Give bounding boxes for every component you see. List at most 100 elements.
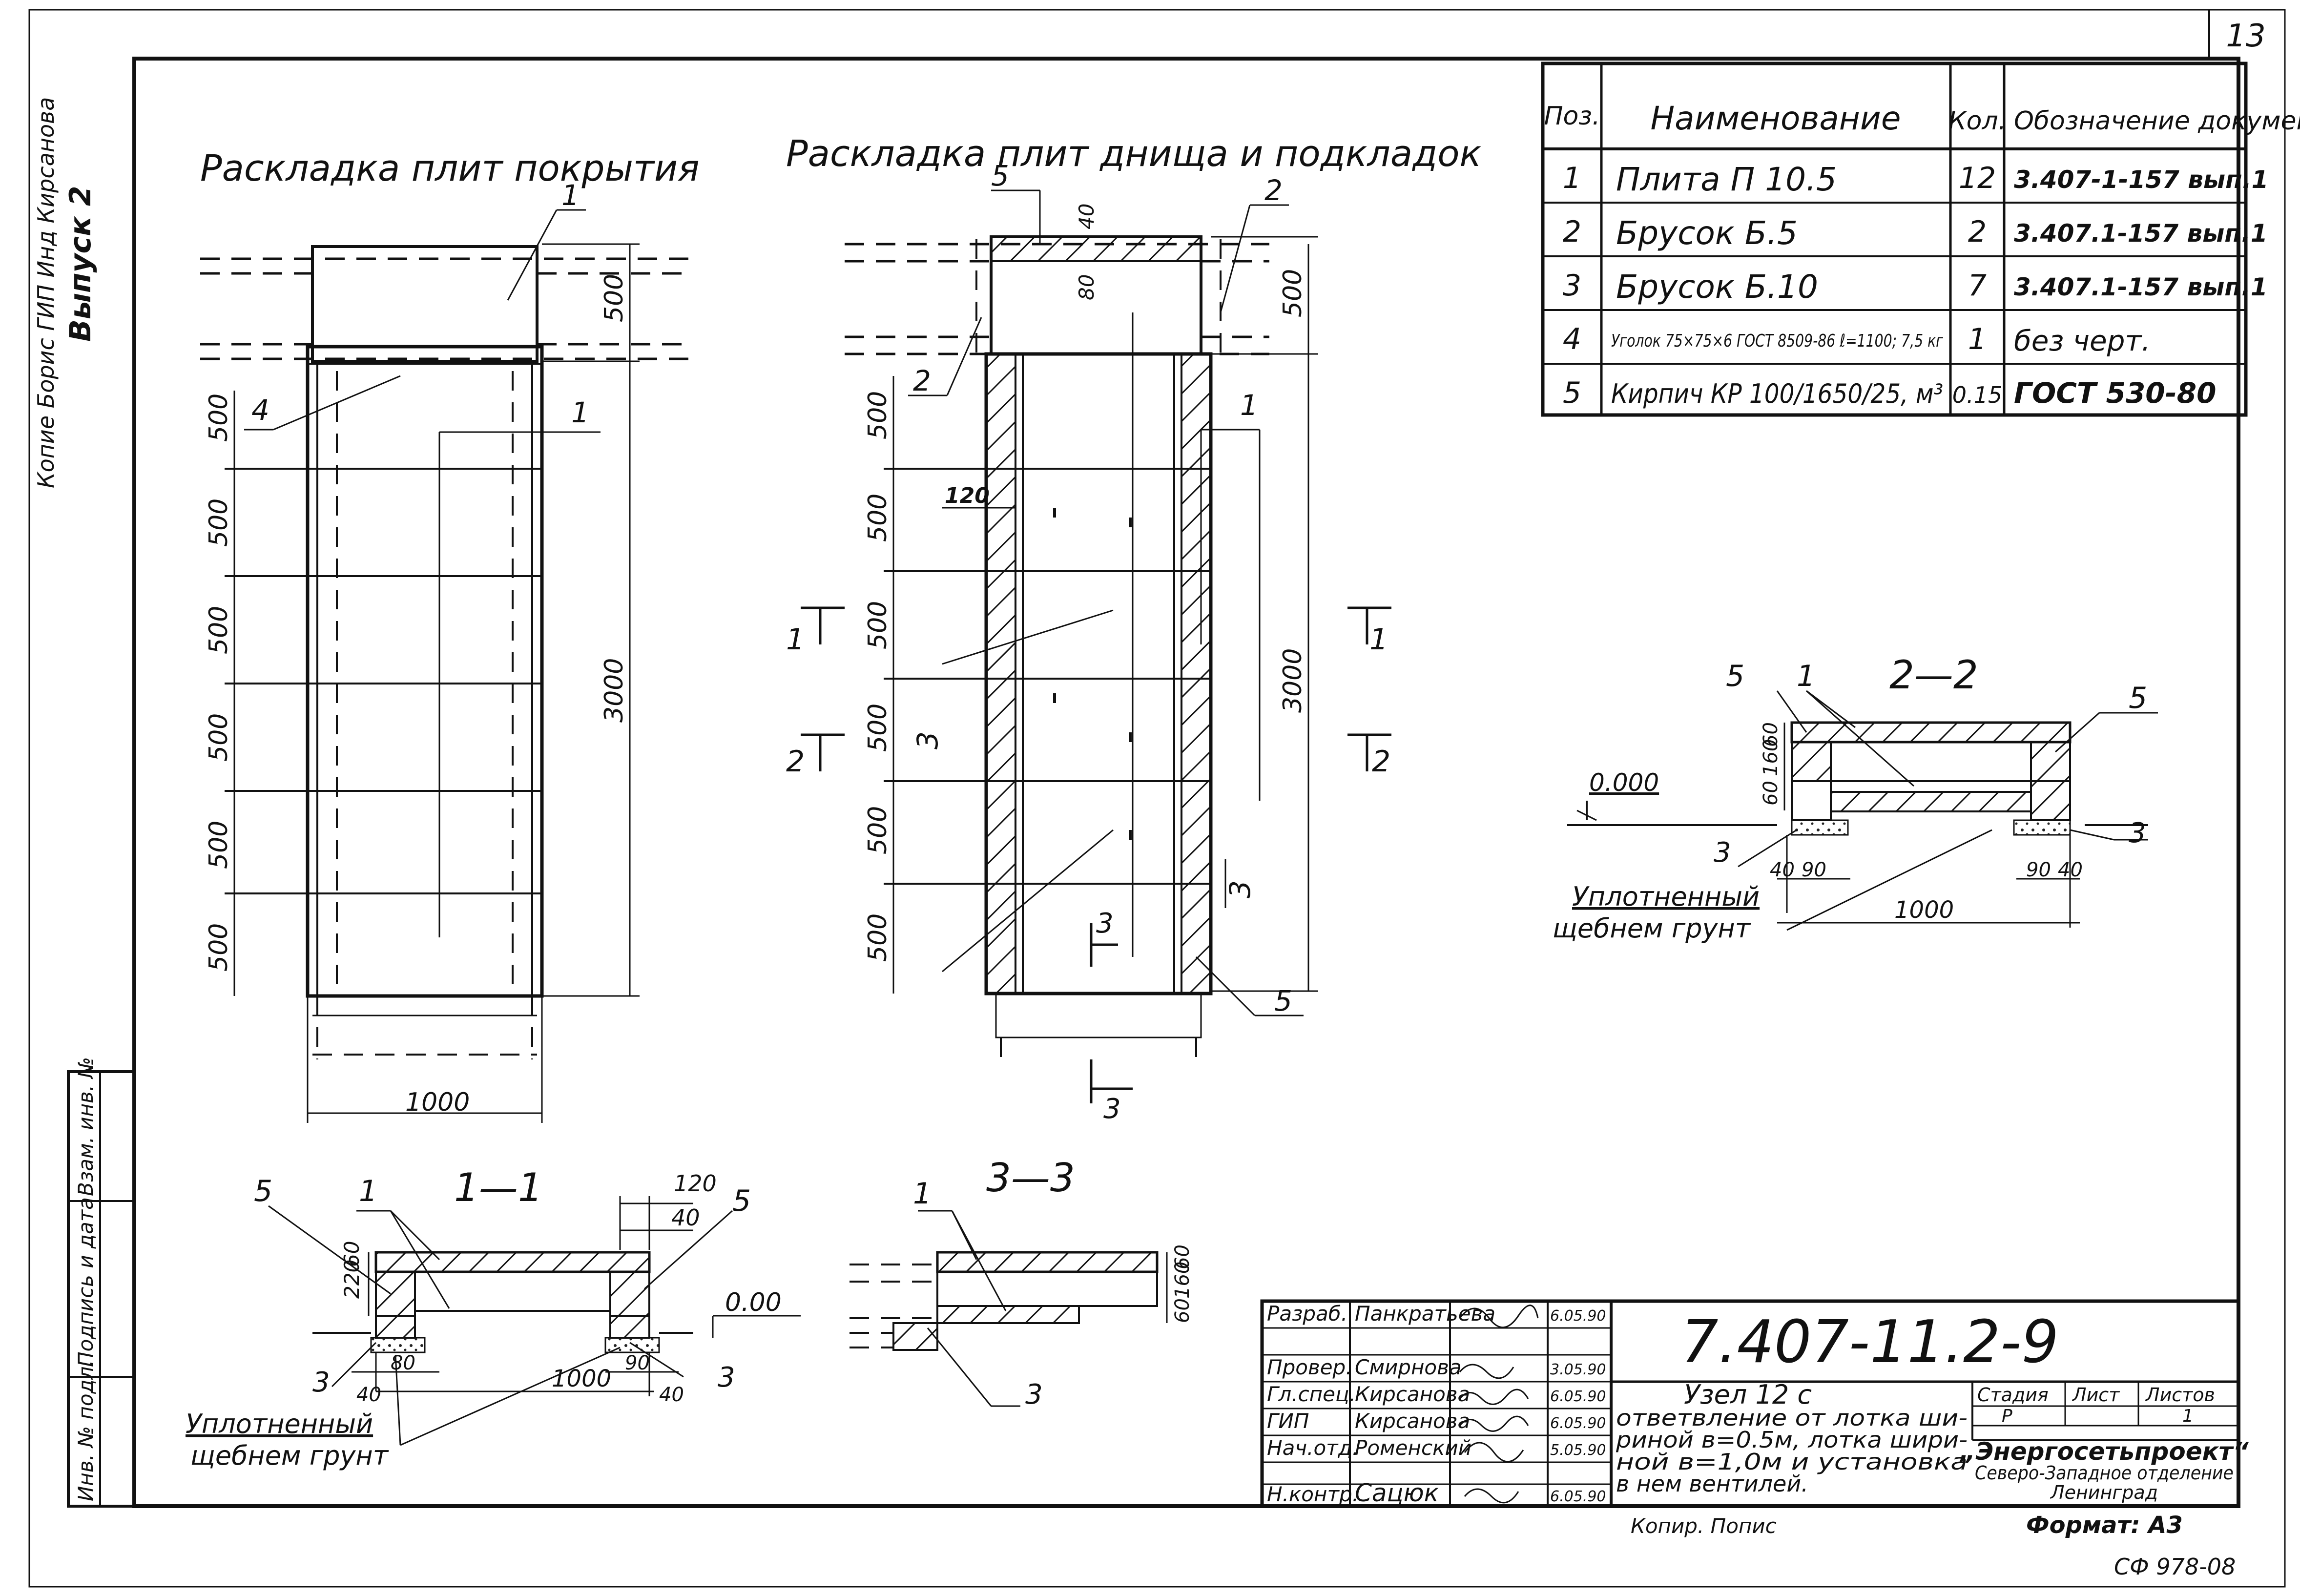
tb-date-0: 6.05.90: [1550, 1307, 1606, 1325]
bottom-pos-2-left: 2: [913, 364, 931, 397]
spec-row-1-name: Плита П 10.5: [1616, 161, 1837, 198]
bottom-cut-3-top: 3: [1096, 908, 1114, 939]
left-margin-notes: Копие Борис ГИП Инд Кирсанова Выпуск 2: [33, 97, 98, 488]
bottom-pos-5-top: 5: [991, 159, 1009, 192]
bottom-pos-3-right: 3: [1223, 880, 1257, 898]
title-block: 7.407-11.2-9 Разраб. Панкратьева 6.05.90…: [1260, 1299, 2249, 1580]
tb-sheet-label: Лист: [2072, 1384, 2120, 1406]
spec-row-3-qty: 7: [1968, 269, 1987, 303]
tb-date-1: 3.05.90: [1550, 1361, 1606, 1378]
section-2-2: 2—2 0.000 60 160 60 40 90 1000 90 40 5: [1553, 652, 2158, 944]
stamp-signature-date: Подпись и дата: [74, 1197, 98, 1367]
section-1-1-dim-120: 120: [674, 1170, 717, 1197]
cover-dim-width: 1000: [405, 1088, 470, 1117]
tb-desc-2: риной в=0.5м, лотка шири-: [1616, 1427, 1968, 1453]
section-3-3-pos-1: 1: [913, 1177, 932, 1211]
spec-row-1-qty: 12: [1959, 161, 1996, 195]
bottom-pos-3-left: 3: [911, 731, 944, 749]
bottom-dim-5: 500: [863, 806, 892, 854]
tb-desc-1: ответвление от лотка ши-: [1616, 1405, 1968, 1431]
tb-name-2: Кирсанова: [1355, 1382, 1470, 1406]
tb-org-0: „Энергосетьпроект“: [1959, 1437, 2249, 1466]
section-2-2-pos-1: 1: [1797, 659, 1815, 693]
section-2-2-dim-60a: 60: [1760, 722, 1782, 747]
tb-role-4: Нач.отд.: [1267, 1436, 1359, 1460]
spec-header-name: Наименование: [1651, 100, 1901, 137]
left-stamp: Инв. № подл. Подпись и дата Взам. инв. №: [67, 1057, 136, 1508]
section-1-1-pos-3-left: 3: [312, 1367, 330, 1398]
bottom-cut-2-right: 2: [1372, 745, 1390, 779]
cover-pos-4: 4: [251, 394, 269, 427]
spec-row-1-doc: 3.407-1-157 вып.1: [2014, 166, 2268, 194]
section-3-3: 3—3 60 160 60 1 3: [850, 1155, 1194, 1410]
tb-name-4: Роменский: [1355, 1436, 1471, 1460]
tb-date-5: 6.05.90: [1550, 1488, 1606, 1505]
section-3-3-dim-60a: 60: [1171, 1244, 1194, 1269]
spec-row-4-qty: 1: [1968, 322, 1987, 356]
section-1-1-soil-1: Уплотненный: [186, 1409, 373, 1439]
section-2-2-title: 2—2: [1889, 652, 1978, 698]
tb-role-2: Гл.спец.: [1267, 1382, 1356, 1406]
spec-row-4-name: Уголок 75×75×6 ГОСТ 8509-86 ℓ=1100; 7,5 …: [1611, 331, 1944, 351]
bottom-dim-1: 500: [863, 391, 892, 439]
bottom-dim-3: 500: [863, 601, 892, 649]
cover-dim-6: 500: [204, 923, 233, 972]
section-2-2-dim-90b: 90: [2026, 859, 2051, 881]
section-2-2-soil-1: Уплотненный: [1572, 881, 1760, 912]
tb-date-3: 6.05.90: [1550, 1415, 1606, 1432]
bottom-dim-2: 500: [863, 494, 892, 542]
section-1-1-dim-80: 80: [391, 1352, 415, 1374]
section-1-1-dim-40b: 40: [659, 1384, 684, 1406]
tb-stage: Р: [2002, 1406, 2012, 1426]
section-1-1-pos-5-left: 5: [254, 1174, 272, 1208]
bottom-dim-total: 3000: [1278, 648, 1307, 713]
tb-desc-0: Узел 12 с: [1684, 1379, 1812, 1410]
cover-layout-title: Раскладка плит покрытия: [200, 147, 700, 189]
section-1-1-pos-3-right: 3: [718, 1362, 735, 1393]
section-2-2-level: 0.000: [1589, 768, 1659, 797]
signature-mark: [1459, 1415, 1529, 1432]
tb-name-1: Смирнова: [1355, 1355, 1462, 1379]
section-1-1-dim-1000: 1000: [552, 1365, 611, 1392]
section-1-1-pos-5-right: 5: [732, 1184, 751, 1218]
tb-stage-label: Стадия: [1977, 1384, 2049, 1406]
section-2-2-pos-5-left: 5: [1726, 659, 1744, 693]
section-1-1: 1—1 0.00 220 60 120 40 80 40 1000 90: [186, 1165, 801, 1471]
spec-row-4-pos: 4: [1563, 322, 1581, 356]
spec-row-3-doc: 3.407.1-157 вып.1: [2014, 273, 2268, 301]
spec-header-doc: Обозначение документа: [2014, 106, 2300, 136]
section-3-3-title: 3—3: [986, 1155, 1075, 1201]
section-2-2-pos-3-right: 3: [2129, 817, 2146, 849]
page-number: 13: [2226, 18, 2265, 54]
spec-row-5-pos: 5: [1563, 376, 1581, 410]
section-1-1-dim-60: 60: [340, 1241, 364, 1267]
cover-layout-plan: Раскладка плит покрытия 500 500 500 500: [200, 147, 700, 1123]
bottom-layout-title: Раскладка плит днища и подкладок: [786, 133, 1482, 175]
spec-row-2-name: Брусок Б.5: [1616, 214, 1798, 252]
signature-mark: [1459, 1305, 1539, 1328]
tb-date-4: 5.05.90: [1550, 1442, 1606, 1459]
signature-mark: [1464, 1488, 1519, 1504]
bottom-cut-1-right: 1: [1369, 622, 1388, 657]
stamp-inv-podl: Инв. № подл.: [74, 1360, 98, 1501]
cover-dim-2: 500: [204, 498, 233, 547]
bottom-pos-5-bottom: 5: [1274, 984, 1292, 1017]
spec-row-5-name: Кирпич КР 100/1650/25, м³: [1611, 378, 1943, 409]
bottom-pos-1: 1: [1240, 389, 1258, 422]
spec-table: Поз. Наименование Кол. Обозначение докум…: [1541, 62, 2300, 417]
cover-pos-1-main: 1: [571, 396, 589, 429]
spec-header-qty: Кол.: [1948, 106, 2007, 136]
margin-issue: Выпуск 2: [63, 186, 98, 342]
section-2-2-dim-40b: 40: [2058, 859, 2083, 881]
spec-row-4-doc: без черт.: [2014, 324, 2151, 357]
section-1-1-level: 0.00: [725, 1288, 782, 1317]
section-1-1-pos-1: 1: [359, 1174, 377, 1208]
section-2-2-dim-160: 160: [1760, 739, 1782, 776]
cover-dim-top: 500: [600, 274, 629, 322]
signature-mark: [1464, 1442, 1524, 1463]
bottom-dim-120: 120: [945, 483, 990, 508]
section-1-1-dim-90: 90: [625, 1352, 650, 1374]
tb-name-3: Кирсанова: [1355, 1409, 1470, 1433]
section-2-2-dim-90a: 90: [1802, 859, 1826, 881]
tb-role-1: Провер.: [1267, 1355, 1352, 1379]
